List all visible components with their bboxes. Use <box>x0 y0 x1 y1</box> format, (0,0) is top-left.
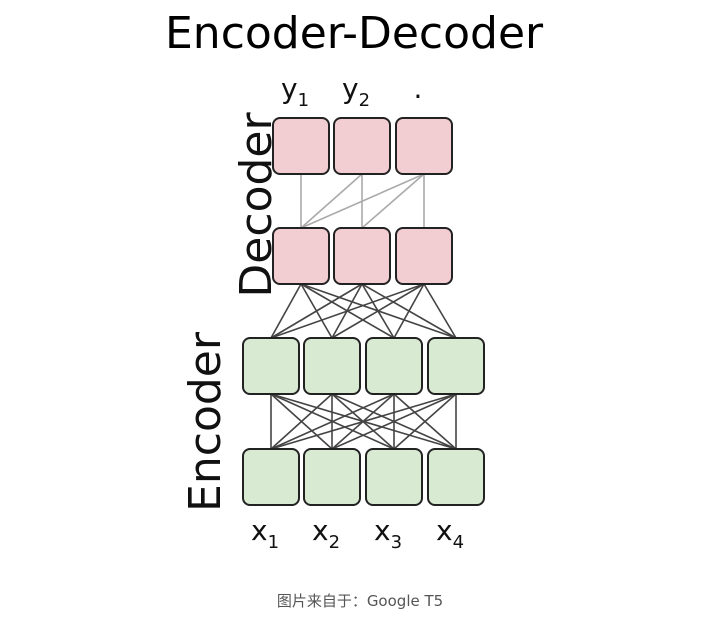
image-caption: 图片来自于：Google T5 <box>276 592 444 610</box>
diagram-title: Encoder-Decoder <box>165 8 544 59</box>
encoder-bottom-node <box>427 448 485 506</box>
encoder-bottom-node <box>242 448 300 506</box>
decoder-edge <box>361 173 425 229</box>
cross-edge <box>300 283 457 339</box>
cross-edge <box>300 283 333 339</box>
decoder-top-node <box>395 117 453 175</box>
encoder-bottom-node <box>303 448 361 506</box>
decoder-top-node <box>333 117 391 175</box>
encoder-edge <box>270 393 395 450</box>
encoder-edge <box>270 393 457 450</box>
cross-edge <box>361 283 457 339</box>
encoder-top-node <box>427 337 485 395</box>
decoder-top-node <box>272 117 330 175</box>
encoder-top-node <box>365 337 423 395</box>
decoder-bottom-node <box>333 227 391 285</box>
encoder-bottom-node <box>365 448 423 506</box>
output-label: y1 <box>281 72 309 111</box>
decoder-edge <box>300 173 425 229</box>
node-boxes <box>242 117 485 506</box>
cross-edge <box>300 283 395 339</box>
encoder-top-node <box>242 337 300 395</box>
encoder-edge <box>331 393 457 450</box>
decoder-bottom-node <box>272 227 330 285</box>
output-label: y2 <box>342 72 370 111</box>
output-label: . <box>414 72 423 105</box>
node-labels: y1 y2. x1 x2 x3 x4 <box>251 72 464 553</box>
cross-edge <box>423 283 457 339</box>
encoder-edge <box>393 393 457 450</box>
decoder-bottom-node <box>395 227 453 285</box>
decoder-side-label: Decoder <box>231 112 282 298</box>
encoder-side-label: Encoder <box>180 331 231 512</box>
connection-edges <box>270 173 457 450</box>
encoder-top-node <box>303 337 361 395</box>
input-label: x1 <box>251 514 279 553</box>
encoder-edge <box>270 393 333 450</box>
cross-edge <box>270 283 302 339</box>
input-label: x3 <box>374 514 402 553</box>
input-label: x4 <box>436 514 464 553</box>
input-label: x2 <box>312 514 340 553</box>
decoder-edge <box>300 173 363 229</box>
